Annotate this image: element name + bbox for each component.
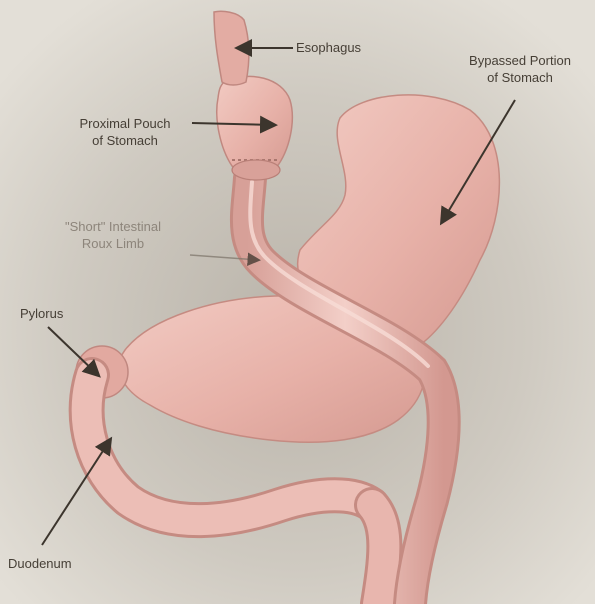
roux-label-line1: "Short" Intestinal (38, 218, 188, 235)
pouch-label-line1: Proximal Pouch (55, 115, 195, 132)
roux-limb-label: "Short" Intestinal Roux Limb (38, 218, 188, 252)
bypassed-label-line2: of Stomach (445, 69, 595, 86)
esophagus-label: Esophagus (296, 39, 361, 56)
pylorus-label: Pylorus (20, 305, 63, 322)
pouch-label-line2: of Stomach (55, 132, 195, 149)
proximal-pouch-label: Proximal Pouch of Stomach (55, 115, 195, 149)
roux-label-line2: Roux Limb (38, 235, 188, 252)
bypassed-stomach-label: Bypassed Portion of Stomach (445, 52, 595, 86)
bypassed-label-line1: Bypassed Portion (445, 52, 595, 69)
duodenum-label: Duodenum (8, 555, 72, 572)
